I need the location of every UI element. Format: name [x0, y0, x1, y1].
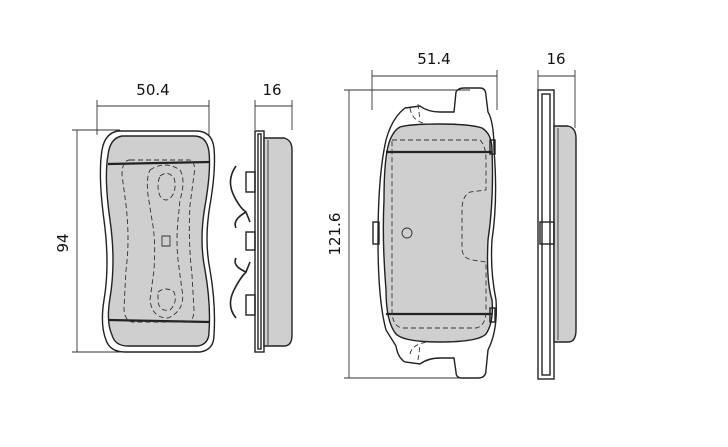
pad-b-side-clip [539, 221, 555, 245]
pad-a-spring-wire-upper-tab [234, 211, 247, 229]
pad-a-backing-plate [99, 130, 216, 353]
pad-a-height-label: 94 [54, 233, 72, 252]
pad-a-hidden-slot-inner [157, 173, 176, 201]
pad-a-clip-top [245, 171, 256, 193]
pad-a-width-label: 50.4 [136, 81, 169, 99]
pad-b-center-mark [401, 227, 413, 239]
pad-a-clip-bottom [245, 294, 256, 316]
pad-a-side-friction [263, 137, 293, 347]
pad-a-side-plate-inner [257, 133, 262, 350]
pad-a-hidden-outline [121, 159, 195, 323]
pad-b-right-notch-bottom [489, 307, 496, 323]
pad-b-front-view: 51.4 121.6 [326, 50, 498, 379]
pad-b-height-dimension: 121.6 [326, 89, 470, 379]
pad-b-width-label: 51.4 [417, 50, 450, 68]
pad-a-clip-middle [245, 231, 256, 251]
pad-a-center-mark [161, 235, 171, 247]
pad-b-backing-plate [377, 87, 498, 379]
pad-b-friction-material [382, 123, 494, 343]
pad-a-thickness-label: 16 [262, 81, 281, 99]
pad-a-side-backing-plate [254, 130, 265, 353]
pad-a-front-view: 50.4 94 [54, 81, 216, 353]
pad-b-hidden-top-ear [409, 103, 429, 125]
pad-b-side-plate-inner [541, 93, 551, 376]
pad-b-side-view: 16 [537, 50, 577, 380]
pad-b-hidden-bottom-ear [409, 341, 429, 361]
pad-b-right-notch-top [489, 139, 496, 155]
pad-b-thickness-dimension: 16 [537, 50, 576, 128]
pad-b-left-notch [372, 221, 380, 245]
pad-a-hidden-slot-lower [157, 288, 176, 311]
pad-a-spring-wire-lower-tab [234, 257, 247, 273]
pad-a-hidden-slot [146, 164, 184, 319]
pad-b-height-label: 121.6 [326, 213, 344, 256]
pad-b-side-friction [553, 125, 577, 343]
pad-a-thickness-dimension: 16 [254, 81, 293, 130]
pad-a-bottom-chamfer [108, 318, 211, 324]
pad-b-thickness-label: 16 [546, 50, 565, 68]
pad-a-side-view: 16 [229, 81, 293, 353]
pad-b-hidden-outline [391, 139, 487, 329]
pad-a-height-dimension: 94 [54, 129, 120, 353]
pad-a-width-dimension: 50.4 [96, 81, 210, 135]
pad-b-width-dimension: 51.4 [371, 50, 498, 110]
pad-a-spring-wire [229, 165, 251, 319]
pad-a-top-chamfer [107, 160, 211, 166]
pad-a-friction-material [105, 135, 211, 347]
